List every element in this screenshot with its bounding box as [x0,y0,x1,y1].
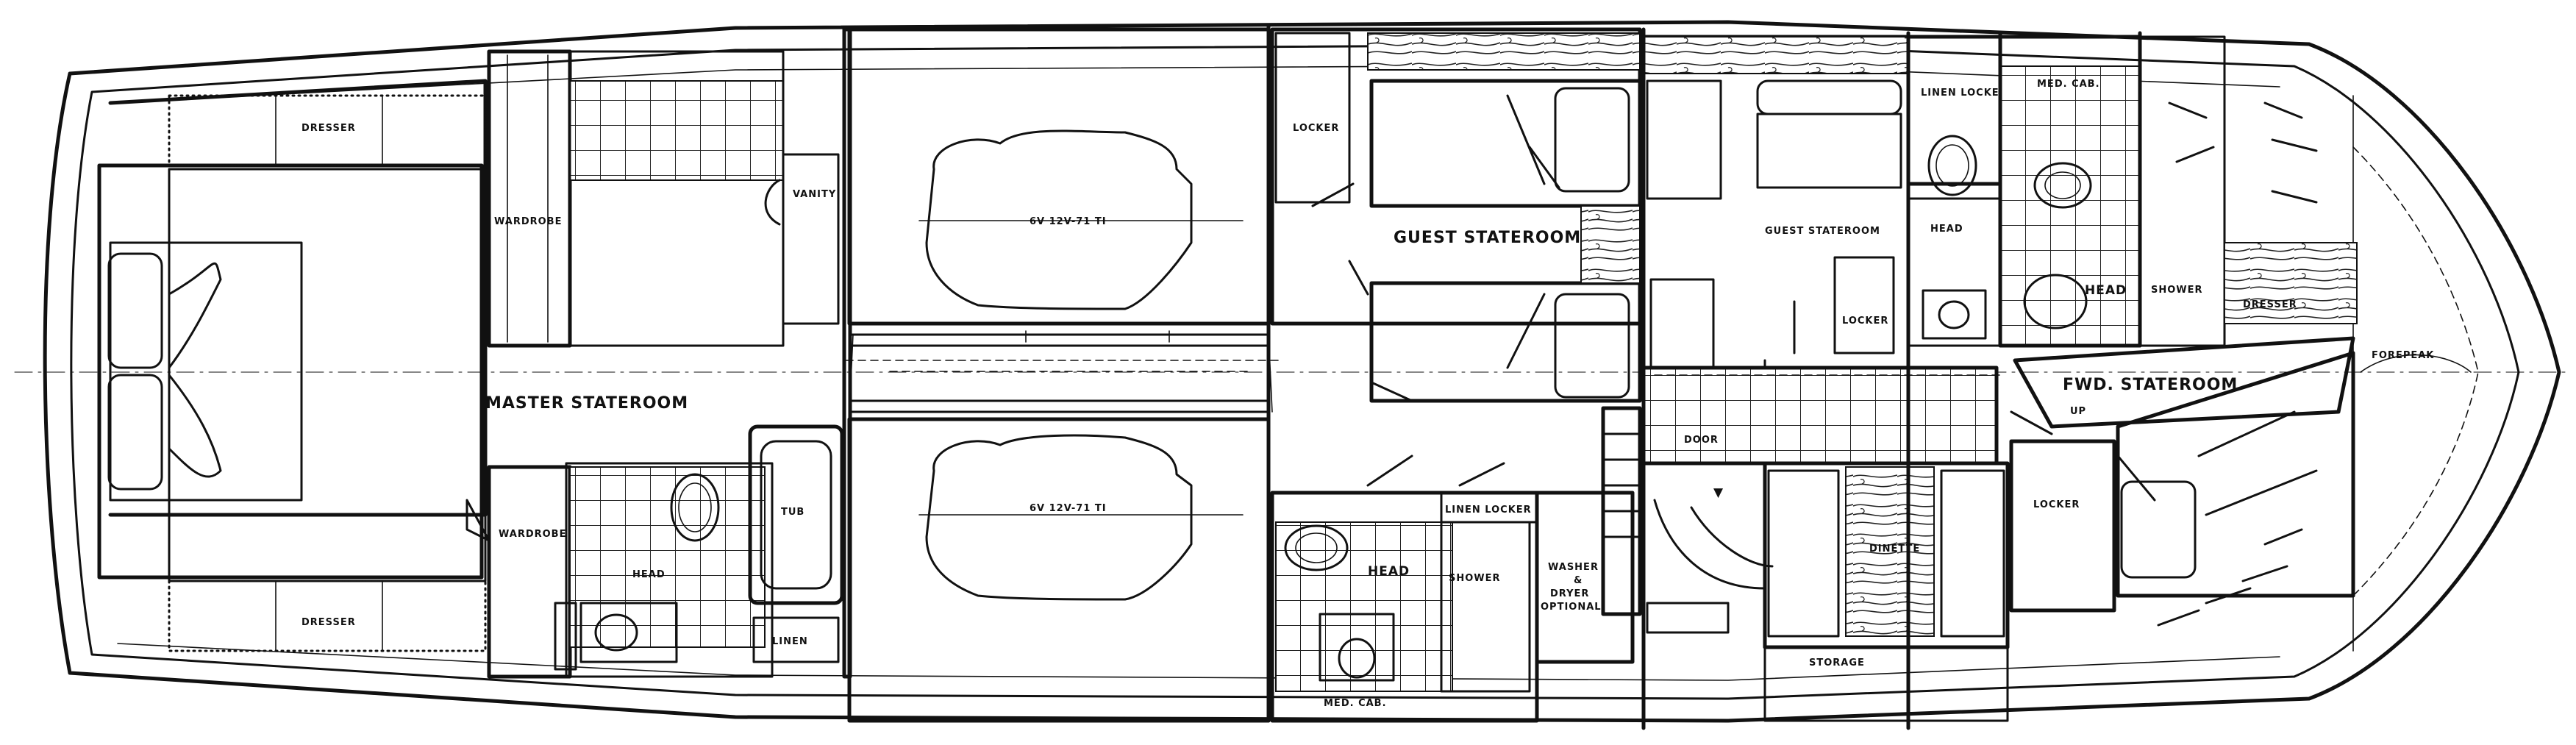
hull-outline [14,20,2567,723]
guest-stateroom: LOCKER GUEST STATEROOM [1270,27,1642,403]
small-guest-stateroom: GUEST STATEROOM LOCKER [1641,35,1910,407]
forward-head: MED. CAB. HEAD SHOWER DRESSER [1998,35,2358,348]
head-master-label: HEAD [632,569,666,580]
guest-stateroom-small-label: GUEST STATEROOM [1765,226,1880,237]
washer-dryer-line1: WASHER [1548,562,1599,573]
up-label: UP [2070,406,2086,417]
stair-marker: ▼ [1713,485,1724,500]
linen-master-label: LINEN [772,636,808,647]
wardrobe-top-label: WARDROBE [494,216,562,227]
dinette-label: DINETTE [1869,543,1920,555]
master-ensuite: WARDROBE VANITY WARDROBE HEAD TUB LINEN [465,27,852,679]
engine-rooms: 6V 12V-71 TI 6V 12V-71 TI [847,27,1273,723]
master-stateroom: DRESSER DRESSER MASTER STATEROOM [97,79,688,652]
bulkheads [845,24,2142,730]
linen-locker-mid-label: LINEN LOCKER [1445,505,1532,516]
washer-dryer-line4: OPTIONAL [1541,602,1602,613]
dresser-bottom-aft-label: DRESSER [302,617,356,628]
head-mid-label: HEAD [1368,564,1410,579]
fwd-stateroom-label: FWD. STATEROOM [2063,376,2238,394]
locker-fwd-label: LOCKER [2033,499,2080,510]
dresser-top-aft-label: DRESSER [302,123,356,134]
storage-label: STORAGE [1809,657,1865,669]
master-stateroom-label: MASTER STATEROOM [485,394,688,413]
wardrobe-bottom-label: WARDROBE [499,529,566,540]
engine-stbd-label: 6V 12V-71 TI [1030,503,1107,514]
engine-stbd-icon [925,434,1193,601]
engine-port-icon [925,129,1193,310]
door-label: DOOR [1684,435,1719,446]
engine-port-label: 6V 12V-71 TI [1030,216,1107,227]
locker-guest-label: LOCKER [1293,123,1339,134]
upper-head: LINEN LOCKER HEAD [1906,35,2008,347]
fwd-stateroom: FWD. STATEROOM UP FOREPEAK [2013,336,2472,627]
mid-head: LINEN LOCKER HEAD SHOWER MED. CAB. [1270,455,1539,723]
guest-stateroom-main-label: GUEST STATEROOM [1394,229,1581,247]
locker-small-label: LOCKER [1842,316,1888,327]
tub-label: TUB [781,507,804,518]
shower-mid-label: SHOWER [1449,573,1501,584]
washer-dryer-line3: DRYER [1550,588,1589,599]
shower-fwd-label: SHOWER [2151,285,2203,296]
vanity-label: VANITY [793,189,836,200]
washer-dryer-line2: & [1574,575,1583,586]
dresser-fwd-label: DRESSER [2243,299,2297,310]
med-cab-bottom-label: MED. CAB. [1324,698,1387,709]
head-fwd-label: HEAD [2085,283,2127,298]
head-upper-label: HEAD [1930,224,1963,235]
med-cab-top-label: MED. CAB. [2037,79,2100,90]
linen-locker-top-label: LINEN LOCKER [1921,88,2008,99]
galley-dinette: WASHER & DRYER OPTIONAL DOOR ▼ DINETTE S… [1535,366,2156,722]
